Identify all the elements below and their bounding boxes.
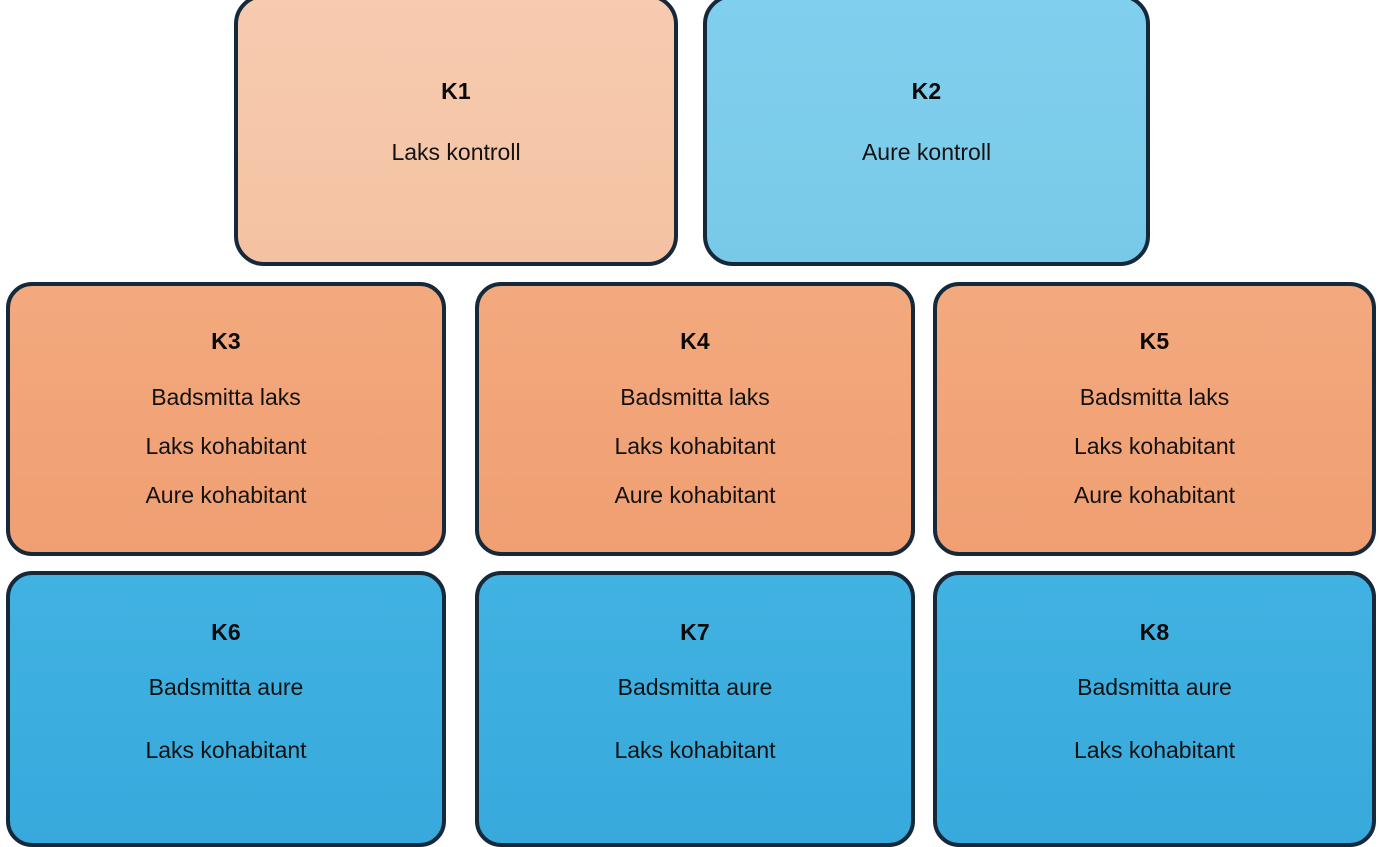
node-k1-lines: Laks kontroll — [238, 141, 674, 164]
node-k5-title: K5 — [1139, 328, 1170, 354]
node-k5-line-2: Laks kohabitant — [1073, 433, 1236, 459]
node-k8-title: K8 — [1139, 619, 1170, 645]
node-k8-line-2: Laks kohabitant — [1073, 737, 1236, 763]
node-k5-line-3: Aure kohabitant — [1073, 482, 1236, 508]
node-k8[interactable]: K8 Badsmitta aure Laks kohabitant — [933, 571, 1376, 847]
node-k5-lines: Badsmitta laks Laks kohabitant Aure koha… — [937, 386, 1372, 507]
node-k7-line-1: Badsmitta aure — [617, 674, 773, 700]
node-k6-line-2: Laks kohabitant — [145, 737, 307, 763]
node-k4-line-1: Badsmitta laks — [620, 384, 770, 410]
node-k8-line-1: Badsmitta aure — [1077, 674, 1232, 700]
node-k8-lines: Badsmitta aure Laks kohabitant — [937, 676, 1372, 762]
node-k3-line-2: Laks kohabitant — [145, 433, 307, 459]
node-k1-title: K1 — [441, 78, 471, 104]
node-k2-title: K2 — [911, 78, 942, 104]
node-k5-line-1: Badsmitta laks — [1079, 384, 1230, 410]
node-k3-title: K3 — [211, 328, 241, 354]
node-k3-line-3: Aure kohabitant — [145, 482, 307, 508]
node-k4-line-3: Aure kohabitant — [614, 482, 776, 508]
node-k4-title: K4 — [680, 328, 710, 354]
node-k6[interactable]: K6 Badsmitta aure Laks kohabitant — [6, 571, 446, 847]
node-k5[interactable]: K5 Badsmitta laks Laks kohabitant Aure k… — [933, 282, 1376, 556]
node-k4[interactable]: K4 Badsmitta laks Laks kohabitant Aure k… — [475, 282, 915, 556]
node-k1[interactable]: K1 Laks kontroll — [234, 0, 678, 266]
node-k2-lines: Aure kontroll — [707, 141, 1146, 164]
node-k6-line-1: Badsmitta aure — [148, 674, 304, 700]
node-k7-title: K7 — [680, 619, 710, 645]
node-k2-line-1: Aure kontroll — [861, 139, 992, 165]
node-k4-lines: Badsmitta laks Laks kohabitant Aure koha… — [479, 386, 911, 507]
node-k3-line-1: Badsmitta laks — [151, 384, 301, 410]
node-k1-line-1: Laks kontroll — [391, 139, 521, 165]
node-k3[interactable]: K3 Badsmitta laks Laks kohabitant Aure k… — [6, 282, 446, 556]
node-k6-title: K6 — [211, 619, 241, 645]
node-k4-line-2: Laks kohabitant — [614, 433, 776, 459]
node-k7[interactable]: K7 Badsmitta aure Laks kohabitant — [475, 571, 915, 847]
node-k6-lines: Badsmitta aure Laks kohabitant — [10, 676, 442, 762]
node-k7-line-2: Laks kohabitant — [614, 737, 776, 763]
node-k7-lines: Badsmitta aure Laks kohabitant — [479, 676, 911, 762]
node-k2[interactable]: K2 Aure kontroll — [703, 0, 1150, 266]
node-k3-lines: Badsmitta laks Laks kohabitant Aure koha… — [10, 386, 442, 507]
